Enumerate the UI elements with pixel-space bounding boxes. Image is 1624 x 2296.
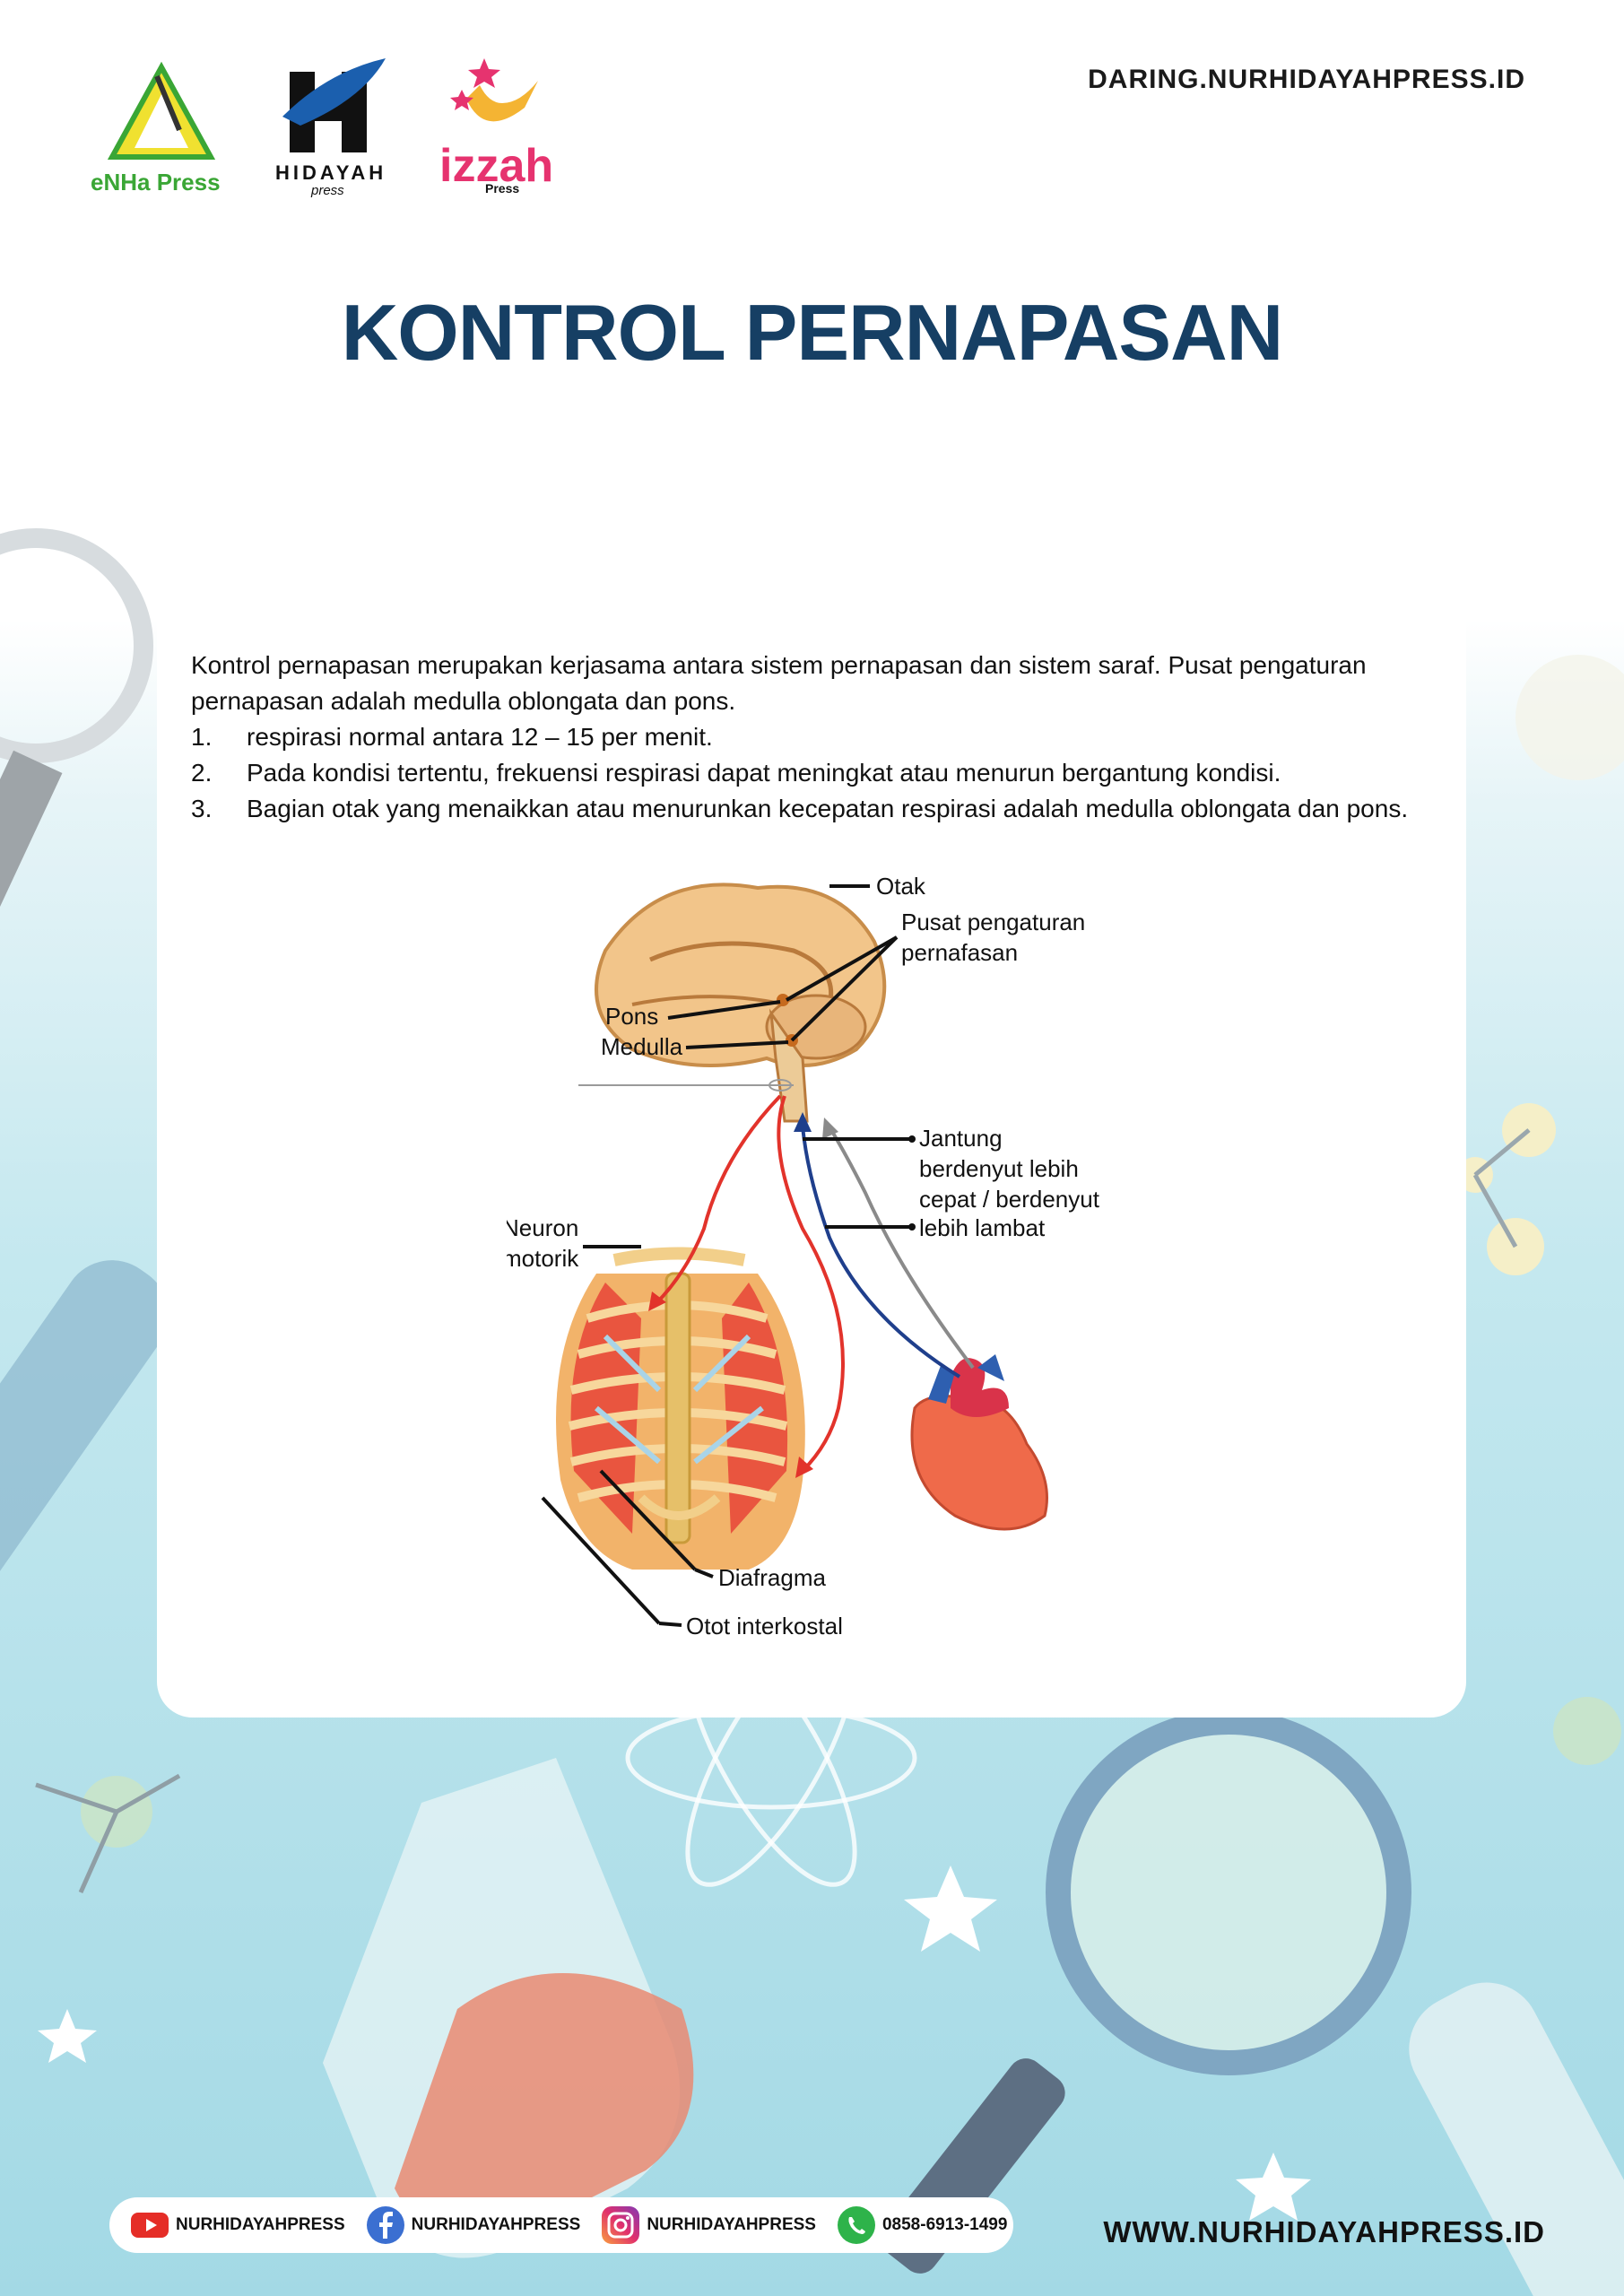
social-whatsapp-label: 0858-6913-1499 <box>881 2215 1008 2234</box>
label-jantung-line3: cepat / berdenyut <box>919 1186 1100 1213</box>
label-pusat-line1: Pusat pengaturan <box>901 909 1085 935</box>
social-youtube[interactable]: NURHIDAYAHPRESS <box>129 2205 345 2246</box>
list-item: 1. respirasi normal antara 12 – 15 per m… <box>191 719 1437 755</box>
publisher-logos: eNHa Press HIDAYAH press izzah Press <box>85 54 587 206</box>
site-url-top[interactable]: DARING.NURHIDAYAHPRESS.ID <box>1088 65 1525 94</box>
label-otak: Otak <box>876 873 926 900</box>
label-pusat-line2: pernafasan <box>901 939 1018 966</box>
social-whatsapp[interactable]: 0858-6913-1499 <box>836 2205 1007 2246</box>
social-instagram[interactable]: NURHIDAYAHPRESS <box>600 2205 816 2246</box>
ribcage-illustration <box>556 1247 805 1570</box>
social-instagram-label: NURHIDAYAHPRESS <box>647 2215 816 2234</box>
social-media-bar: NURHIDAYAHPRESS NURHIDAYAHPRESS <box>109 2197 1013 2253</box>
list-item-number: 2. <box>191 759 213 787</box>
list-item-text: Pada kondisi tertentu, frekuensi respira… <box>247 759 1281 787</box>
content-card: Kontrol pernapasan merupakan kerjasama a… <box>157 619 1466 1718</box>
enha-press-logo-text: eNHa Press <box>91 169 221 196</box>
body-text: Kontrol pernapasan merupakan kerjasama a… <box>191 648 1437 827</box>
label-jantung-line1: Jantung <box>919 1125 1003 1152</box>
izzah-logo-text-part: izzah <box>439 140 554 192</box>
label-neuron-line1: Neuron <box>507 1214 578 1241</box>
label-diafragma: Diafragma <box>718 1564 826 1591</box>
label-neuron-line2: motorik <box>507 1245 579 1272</box>
label-jantung-line4: lebih lambat <box>919 1214 1046 1241</box>
social-facebook-label: NURHIDAYAHPRESS <box>411 2215 581 2234</box>
numbered-list: 1. respirasi normal antara 12 – 15 per m… <box>191 719 1437 827</box>
facebook-icon <box>366 2206 404 2244</box>
hidayah-logo-icon <box>282 58 386 152</box>
label-otot-interkostal: Otot interkostal <box>686 1613 843 1639</box>
social-youtube-label: NURHIDAYAHPRESS <box>176 2215 345 2234</box>
list-item-number: 1. <box>191 723 213 751</box>
site-url-bottom[interactable]: WWW.NURHIDAYAHPRESS.ID <box>1103 2215 1545 2248</box>
page-title: KONTROL PERNAPASAN <box>341 288 1283 377</box>
label-jantung-line2: berdenyut lebih <box>919 1155 1079 1182</box>
enha-press-logo-icon <box>107 61 216 160</box>
izzah-logo-text: izzah <box>439 139 553 193</box>
label-medulla: Medulla <box>601 1033 683 1060</box>
youtube-icon <box>131 2213 169 2238</box>
list-item-text: respirasi normal antara 12 – 15 per meni… <box>247 723 713 751</box>
izzah-logo-icon <box>450 58 538 122</box>
izzah-logo-subtext: Press <box>485 181 520 196</box>
hidayah-logo-text: HIDAYAH <box>275 161 387 184</box>
list-item: 2. Pada kondisi tertentu, frekuensi resp… <box>191 755 1437 791</box>
list-item-number: 3. <box>191 795 213 822</box>
intro-paragraph: Kontrol pernapasan merupakan kerjasama a… <box>191 651 1367 715</box>
hidayah-logo-subtext: press <box>311 183 344 198</box>
social-facebook[interactable]: NURHIDAYAHPRESS <box>365 2205 581 2246</box>
list-item-text: Bagian otak yang menaikkan atau menurunk… <box>247 795 1409 822</box>
respiratory-control-diagram: Otak Pusat pengaturan pernafasan Pons Me… <box>507 873 1100 1639</box>
label-pons: Pons <box>605 1003 658 1030</box>
instagram-icon <box>602 2206 640 2244</box>
list-item: 3. Bagian otak yang menaikkan atau menur… <box>191 791 1437 827</box>
whatsapp-icon <box>837 2206 875 2244</box>
heart-illustration <box>910 1354 1048 1531</box>
